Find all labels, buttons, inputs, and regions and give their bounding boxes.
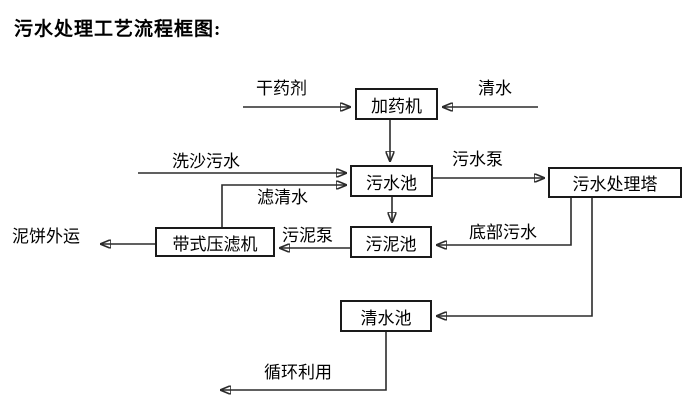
label-clean-water: 清水 <box>478 79 512 98</box>
label-recycle-use: 循环利用 <box>264 363 332 382</box>
label-sludge-pump: 污泥泵 <box>282 226 333 245</box>
label-filtered-clean-water: 滤清水 <box>257 188 308 207</box>
node-belt-filter-press: 带式压滤机 <box>155 227 275 257</box>
diagram-title: 污水处理工艺流程框图: <box>14 19 222 40</box>
node-sludge-pool: 污泥池 <box>350 226 432 258</box>
edge-tower-to-clean-pool <box>437 198 593 316</box>
label-mud-cake-out: 泥饼外运 <box>12 227 80 246</box>
label-sewage-pump: 污水泵 <box>452 150 503 169</box>
node-treatment-tower: 污水处理塔 <box>548 167 682 198</box>
label-sand-washing-sewage: 洗沙污水 <box>172 152 240 171</box>
label-bottom-sewage: 底部污水 <box>469 223 537 242</box>
label-dry-agent: 干药剂 <box>256 79 307 98</box>
node-dosing-machine: 加药机 <box>355 88 438 120</box>
node-clean-water-pool: 清水池 <box>340 300 432 332</box>
node-sewage-pool: 污水池 <box>350 165 433 197</box>
